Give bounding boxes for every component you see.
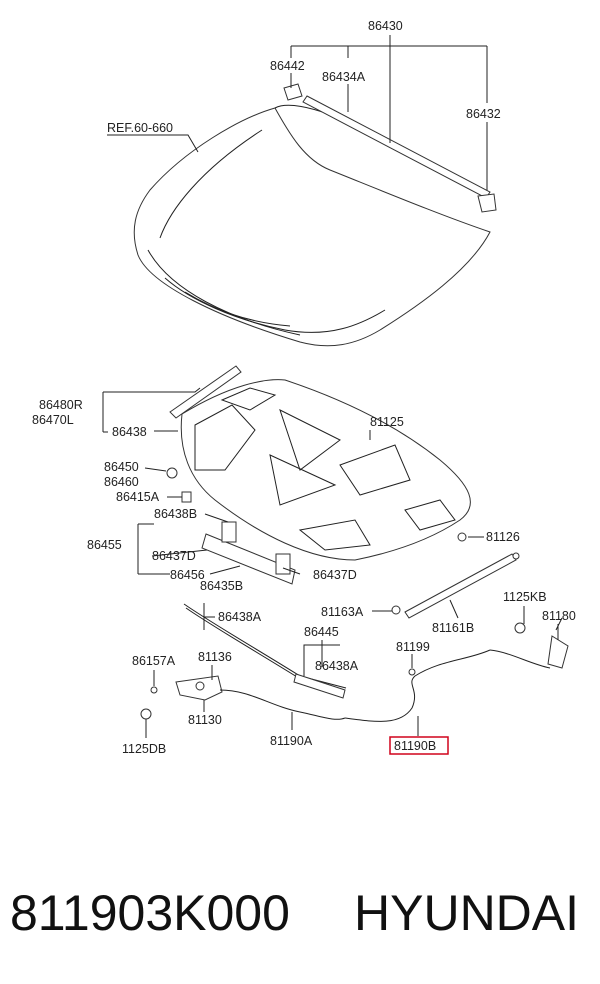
label-86455: 86455: [87, 538, 122, 552]
weatherstrip-86438: [169, 365, 242, 419]
label-81161B: 81161B: [432, 621, 474, 635]
label-1125DB: 1125DB: [122, 742, 166, 756]
label-86438: 86438: [112, 425, 147, 439]
label-86438A-bottom: 86438A: [315, 659, 359, 673]
label-86456: 86456: [170, 568, 205, 582]
label-86450: 86450: [104, 460, 139, 474]
hood-latch: [175, 675, 223, 701]
label-86438A-top: 86438A: [218, 610, 262, 624]
highlight-box: [389, 736, 449, 755]
leader-lines: [102, 35, 559, 738]
trim-strip-86445: [293, 673, 346, 699]
part-labels: 86430 86442 86434A 86432 REF.60-660 8648…: [32, 19, 576, 756]
label-86442: 86442: [270, 59, 305, 73]
release-cables: [219, 649, 551, 722]
label-81125: 81125: [370, 415, 404, 429]
label-81130: 81130: [188, 713, 222, 727]
hood-panel: [133, 104, 496, 347]
label-86157A: 86157A: [132, 654, 176, 668]
label-86432: 86432: [466, 107, 501, 121]
label-ref: REF.60-660: [107, 121, 173, 135]
fasteners: [140, 467, 526, 720]
label-86415A: 86415A: [116, 490, 160, 504]
label-86434A: 86434A: [322, 70, 366, 84]
label-86480R: 86480R: [39, 398, 83, 412]
label-81136: 81136: [198, 650, 232, 664]
label-81199: 81199: [396, 640, 430, 654]
label-86435B: 86435B: [200, 579, 243, 593]
part-number: 811903K000: [10, 885, 290, 941]
label-81163A: 81163A: [321, 605, 364, 619]
hood-insulator: [180, 379, 471, 561]
label-81180: 81180: [542, 609, 576, 623]
label-86437D-right: 86437D: [313, 568, 357, 582]
hood-hinge: [547, 617, 569, 669]
label-86445: 86445: [304, 625, 339, 639]
hood-lift-support: [404, 552, 520, 619]
label-1125KB: 1125KB: [503, 590, 547, 604]
hood-rod: [183, 603, 347, 689]
hood-seal-strip: [283, 83, 497, 213]
label-81190A: 81190A: [270, 734, 313, 748]
label-86438B: 86438B: [154, 507, 197, 521]
brand-name: HYUNDAI: [354, 885, 580, 941]
label-86437D-left: 86437D: [152, 549, 196, 563]
label-86460: 86460: [104, 475, 139, 489]
label-81126: 81126: [486, 530, 520, 544]
label-86470L: 86470L: [32, 413, 74, 427]
label-81190B: 81190B: [394, 739, 436, 753]
label-86430: 86430: [368, 19, 403, 33]
